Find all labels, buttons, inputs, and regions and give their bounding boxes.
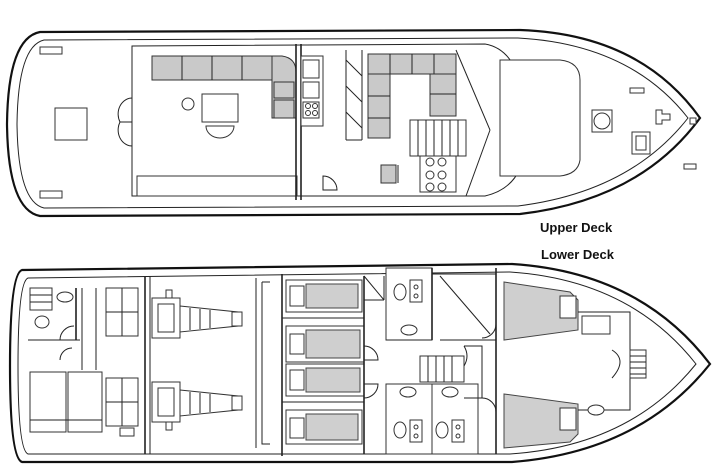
crew-bunk	[29, 371, 67, 433]
upper-deck-plan	[5, 28, 702, 218]
saloon-door-arc	[117, 121, 133, 147]
helm-seat	[425, 157, 435, 167]
cleat-icon	[629, 87, 645, 94]
upper-deck-stairs	[409, 119, 467, 157]
lower-deck-stairs	[419, 355, 465, 383]
sink-icon	[399, 386, 417, 398]
sink-icon	[441, 386, 459, 398]
lower-sink	[56, 291, 74, 303]
upper-deck-hull-outer	[5, 28, 702, 218]
upper-deck-hull-inner	[16, 37, 689, 209]
cleat-icon	[39, 46, 63, 55]
saloon-table	[201, 93, 239, 123]
crew-bunk	[67, 371, 103, 433]
lower-shower	[29, 287, 53, 311]
lower-deck-hull-outer	[8, 262, 712, 464]
toilet-icon	[435, 421, 449, 439]
lower-toilet	[34, 315, 50, 329]
saloon-chair	[205, 125, 235, 139]
toilet-icon	[393, 283, 407, 301]
cleat-icon	[683, 163, 697, 170]
cleat-icon	[39, 190, 63, 199]
corridor-door-arc	[363, 345, 379, 361]
guest-door-arc	[481, 397, 497, 413]
lower-deck-plan	[8, 262, 712, 464]
stove-icon	[305, 103, 311, 109]
starboard-engine	[151, 381, 243, 431]
sink-icon	[400, 324, 418, 336]
toilet-icon	[587, 404, 605, 416]
helm-chair	[380, 164, 397, 184]
saloon-sideboard	[136, 175, 298, 197]
forward-stairs	[629, 349, 647, 379]
forward-sunpad	[499, 59, 581, 177]
upper-deck-label: Upper Deck	[540, 220, 613, 235]
lower-deck-label: Lower Deck	[541, 247, 614, 262]
saloon-door-arc	[117, 97, 133, 123]
saloon-stool	[181, 97, 195, 111]
lower-door-arc	[59, 325, 75, 341]
guest-door-arc	[481, 323, 497, 339]
aft-deck-table	[54, 107, 88, 141]
crew-door-arc	[59, 347, 73, 361]
port-engine	[151, 289, 243, 339]
lower-deck-hull-inner	[17, 271, 697, 455]
toilet-icon	[393, 421, 407, 439]
galley-door-arc	[322, 175, 338, 191]
forward-head	[581, 315, 611, 335]
corridor-door-arc	[363, 383, 379, 399]
anchor-windlass	[655, 109, 671, 125]
